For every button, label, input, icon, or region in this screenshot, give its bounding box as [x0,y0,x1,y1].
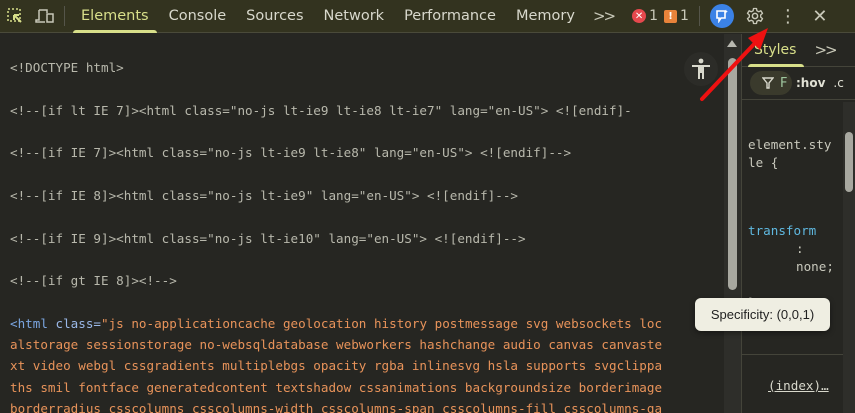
error-badge[interactable]: ✕ 1 [632,8,658,24]
more-options-icon[interactable]: ⋮ [778,5,797,27]
toolbar-separator [64,6,65,26]
error-count: 1 [649,8,658,24]
dom-line-doctype[interactable]: <!DOCTYPE html> [10,60,124,76]
filter-input[interactable]: F [750,71,792,95]
styles-scrollbar-thumb[interactable] [845,132,853,192]
elements-dom-tree: <!DOCTYPE html> <!--[if lt IE 7]><html c… [0,34,724,413]
copilot-icon[interactable] [709,4,734,28]
source-link[interactable]: (index)… [768,378,829,393]
dom-line-ie7-lt[interactable]: <!--[if lt IE 7]><html class="no-js lt-i… [10,102,632,118]
device-toolbar-icon[interactable] [30,0,60,33]
tab-elements[interactable]: Elements [71,0,159,33]
scrollbar-thumb[interactable] [728,58,737,290]
hov-toggle[interactable]: :hov [796,76,826,90]
tab-network[interactable]: Network [323,8,385,24]
dom-line-ie7[interactable]: <!--[if IE 7]><html class="no-js lt-ie9 … [10,145,572,161]
accessibility-icon[interactable] [684,52,718,86]
element-style-selector: element.sty le { [748,137,832,170]
settings-gear-icon[interactable] [742,3,768,29]
styles-divider [742,354,855,355]
warning-badge[interactable]: ! 1 [664,8,689,24]
elements-scrollbar[interactable] [724,34,741,413]
dom-line-ie9[interactable]: <!--[if IE 9]><html class="no-js lt-ie10… [10,230,526,246]
inspect-element-icon[interactable] [0,0,30,33]
tab-performance[interactable]: Performance [404,8,496,24]
more-panes-chevron-icon[interactable]: >> [814,41,837,59]
dom-node-html[interactable]: <html class="js no-applicationcache geol… [10,315,663,413]
close-icon[interactable]: ✕ [812,5,828,27]
styles-tabbar: Styles >> [742,34,855,67]
warning-count: 1 [680,8,689,24]
devtools-toolbar: Elements Console Sources Network Perform… [0,0,855,33]
toolbar-separator [698,6,700,26]
tab-sources[interactable]: Sources [246,8,304,24]
dom-line-ie8[interactable]: <!--[if IE 8]><html class="no-js lt-ie9"… [10,188,518,204]
more-tabs-chevron-icon[interactable]: >> [592,7,616,25]
filter-icon [762,77,774,89]
cls-toggle[interactable]: .c [833,76,844,90]
scroll-up-arrow-icon[interactable] [727,40,737,47]
styles-pane: Styles >> F :hov .c element.sty le { tra… [741,34,855,413]
style-property-transform[interactable]: transform : none; [748,223,834,274]
specificity-tooltip: Specificity: (0,0,1) [695,298,830,331]
tab-console[interactable]: Console [168,8,227,24]
warning-icon: ! [664,9,677,23]
error-icon: ✕ [632,9,647,23]
tab-memory[interactable]: Memory [515,8,575,24]
styles-scrollbar[interactable] [843,102,855,413]
dom-line-gt-ie8[interactable]: <!--[if gt IE 8]><!--> [10,273,177,289]
styles-filter-row: F :hov .c [742,67,855,100]
tab-styles[interactable]: Styles [742,34,805,67]
